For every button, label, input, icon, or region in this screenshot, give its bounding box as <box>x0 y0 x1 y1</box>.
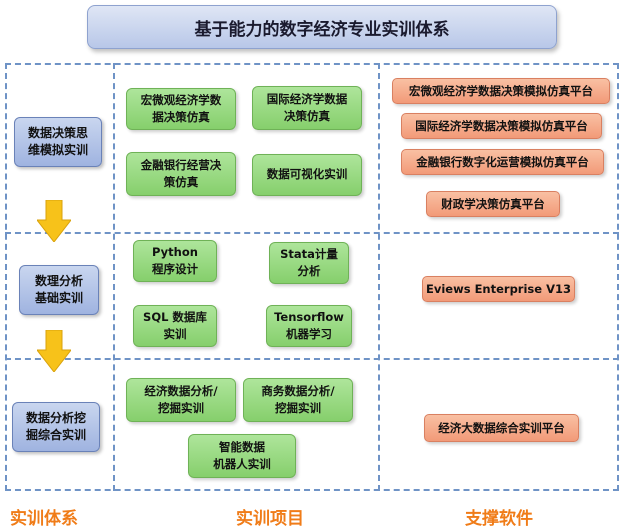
arrow-down-icon <box>37 330 71 372</box>
stage-decision-thinking: 数据决策思 维模拟实训 <box>14 117 102 167</box>
project-data-viz: 数据可视化实训 <box>252 154 362 196</box>
project-finance-bank: 金融银行经营决 策仿真 <box>126 152 236 196</box>
footer-label-training-projects: 实训项目 <box>236 509 304 529</box>
project-stata: Stata计量 分析 <box>269 242 349 284</box>
project-business-data-mining: 商务数据分析/ 挖掘实训 <box>243 378 353 422</box>
project-macro-micro-econ: 宏微观经济学数 据决策仿真 <box>126 88 236 130</box>
column-divider-1 <box>113 63 115 491</box>
software-intl-econ-platform: 国际经济学数据决策模拟仿真平台 <box>401 113 602 139</box>
project-sql: SQL 数据库 实训 <box>133 305 217 347</box>
project-intl-econ: 国际经济学数据 决策仿真 <box>252 86 362 130</box>
stage-math-analysis: 数理分析 基础实训 <box>19 265 99 315</box>
project-tensorflow: Tensorflow 机器学习 <box>266 305 352 347</box>
stage-data-mining: 数据分析挖 掘综合实训 <box>12 402 100 452</box>
project-python: Python 程序设计 <box>133 240 217 282</box>
project-econ-data-mining: 经济数据分析/ 挖掘实训 <box>126 378 236 422</box>
row-divider-2 <box>5 358 619 360</box>
row-divider-1 <box>5 232 619 234</box>
software-econ-bigdata-platform: 经济大数据综合实训平台 <box>424 414 579 442</box>
software-public-finance-platform: 财政学决策仿真平台 <box>426 191 560 217</box>
footer-label-support-software: 支撑软件 <box>465 509 533 529</box>
project-smart-data-robot: 智能数据 机器人实训 <box>188 434 296 478</box>
diagram-frame <box>5 63 619 491</box>
column-divider-2 <box>378 63 380 491</box>
software-finance-bank-platform: 金融银行数字化运营模拟仿真平台 <box>401 149 604 175</box>
diagram-title: 基于能力的数字经济专业实训体系 <box>87 5 557 49</box>
software-macro-micro-platform: 宏微观经济学数据决策模拟仿真平台 <box>392 78 610 104</box>
software-eviews: Eviews Enterprise V13 <box>422 276 575 302</box>
footer-label-training-system: 实训体系 <box>10 509 78 529</box>
arrow-down-icon <box>37 200 71 242</box>
